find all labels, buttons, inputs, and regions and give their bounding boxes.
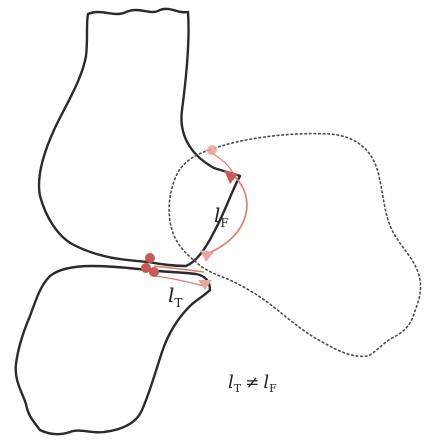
label-l-f-sub: F (220, 216, 228, 230)
upper-bone-outline (39, 9, 240, 266)
inequality-right-sub: F (269, 382, 277, 395)
marker-top-light (207, 145, 217, 155)
inequality-left-sub: T (234, 382, 242, 395)
inequality-label: lT≠lF (228, 372, 277, 395)
label-l-t: lT (168, 283, 182, 310)
marker-left-3 (149, 267, 159, 277)
ligament-t-lower-path (154, 276, 204, 286)
marker-left-1 (145, 253, 155, 263)
ligament-f-path (206, 176, 247, 254)
inequality-operator: ≠ (245, 373, 259, 393)
lower-bone-outline (16, 266, 210, 434)
marker-middle-arrow (200, 250, 214, 262)
label-l-t-sub: T (174, 296, 182, 310)
